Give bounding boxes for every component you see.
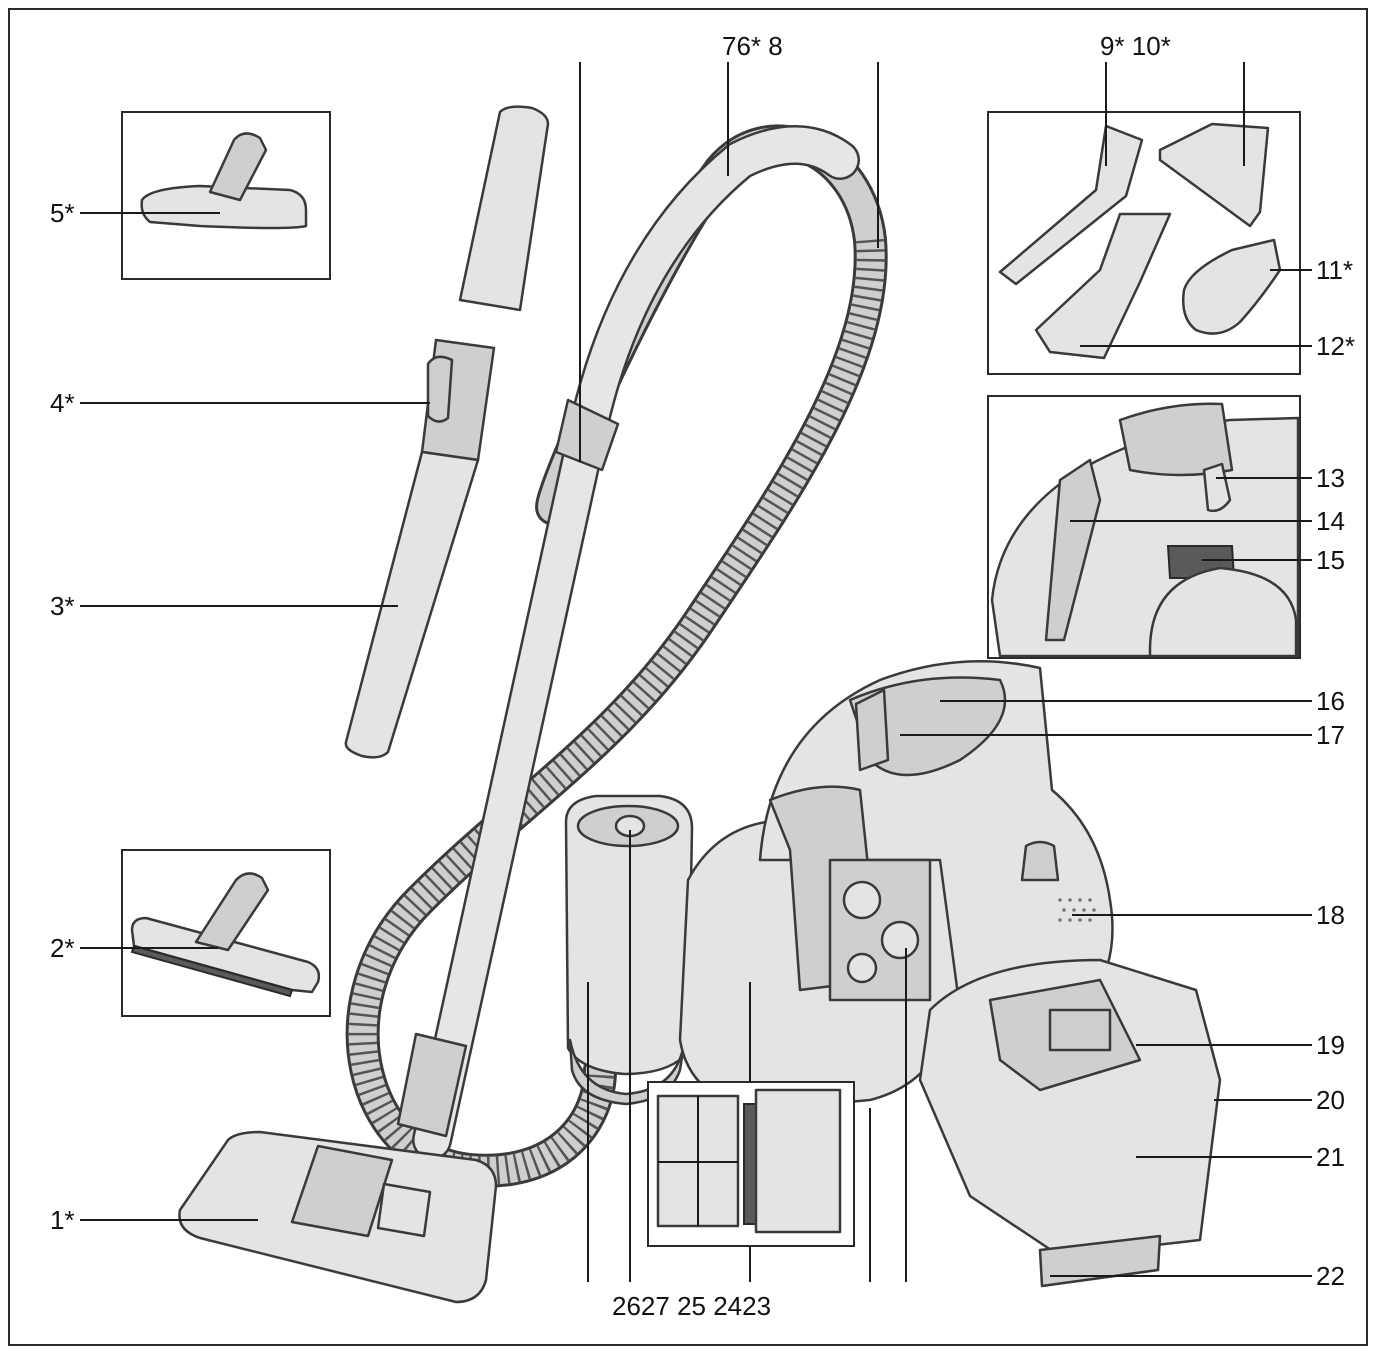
label-11: 11* [1316, 255, 1353, 285]
label-22: 22 [1316, 1261, 1345, 1291]
label-9-10: 9* 10* [1100, 31, 1171, 61]
parquet-brush [130, 872, 321, 998]
label-19: 19 [1316, 1030, 1345, 1060]
label-21: 21 [1316, 1142, 1345, 1172]
exhaust-filter [656, 1088, 842, 1234]
label-13: 13 [1316, 463, 1345, 493]
label-20: 20 [1316, 1085, 1345, 1115]
label-5: 5* [50, 198, 75, 228]
label-3: 3* [50, 591, 75, 621]
label-2: 2* [50, 933, 75, 963]
label-12: 12* [1316, 331, 1355, 361]
telescopic-tube [344, 105, 550, 759]
label-4: 4* [50, 388, 75, 418]
outer-frame [8, 8, 1368, 1346]
front-cover [918, 958, 1222, 1288]
label-76-8: 76* 8 [722, 31, 783, 61]
hose-handle-and-wand [396, 125, 860, 1160]
exhaust-grille-dots [1058, 898, 1096, 922]
label-14: 14 [1316, 506, 1345, 536]
label-17: 17 [1316, 720, 1345, 750]
label-1: 1* [50, 1205, 75, 1235]
part-labels: 5* 4* 3* 2* 1* 76* 8 9* 10* 11* 12* 13 1… [50, 31, 1355, 1321]
floor-nozzle [178, 1130, 498, 1304]
leader-lines [80, 62, 1312, 1282]
label-16: 16 [1316, 686, 1345, 716]
label-18: 18 [1316, 900, 1345, 930]
upholstery-nozzle [140, 132, 308, 230]
label-bottom-row: 2627 25 2423 [612, 1291, 771, 1321]
label-15: 15 [1316, 545, 1345, 575]
